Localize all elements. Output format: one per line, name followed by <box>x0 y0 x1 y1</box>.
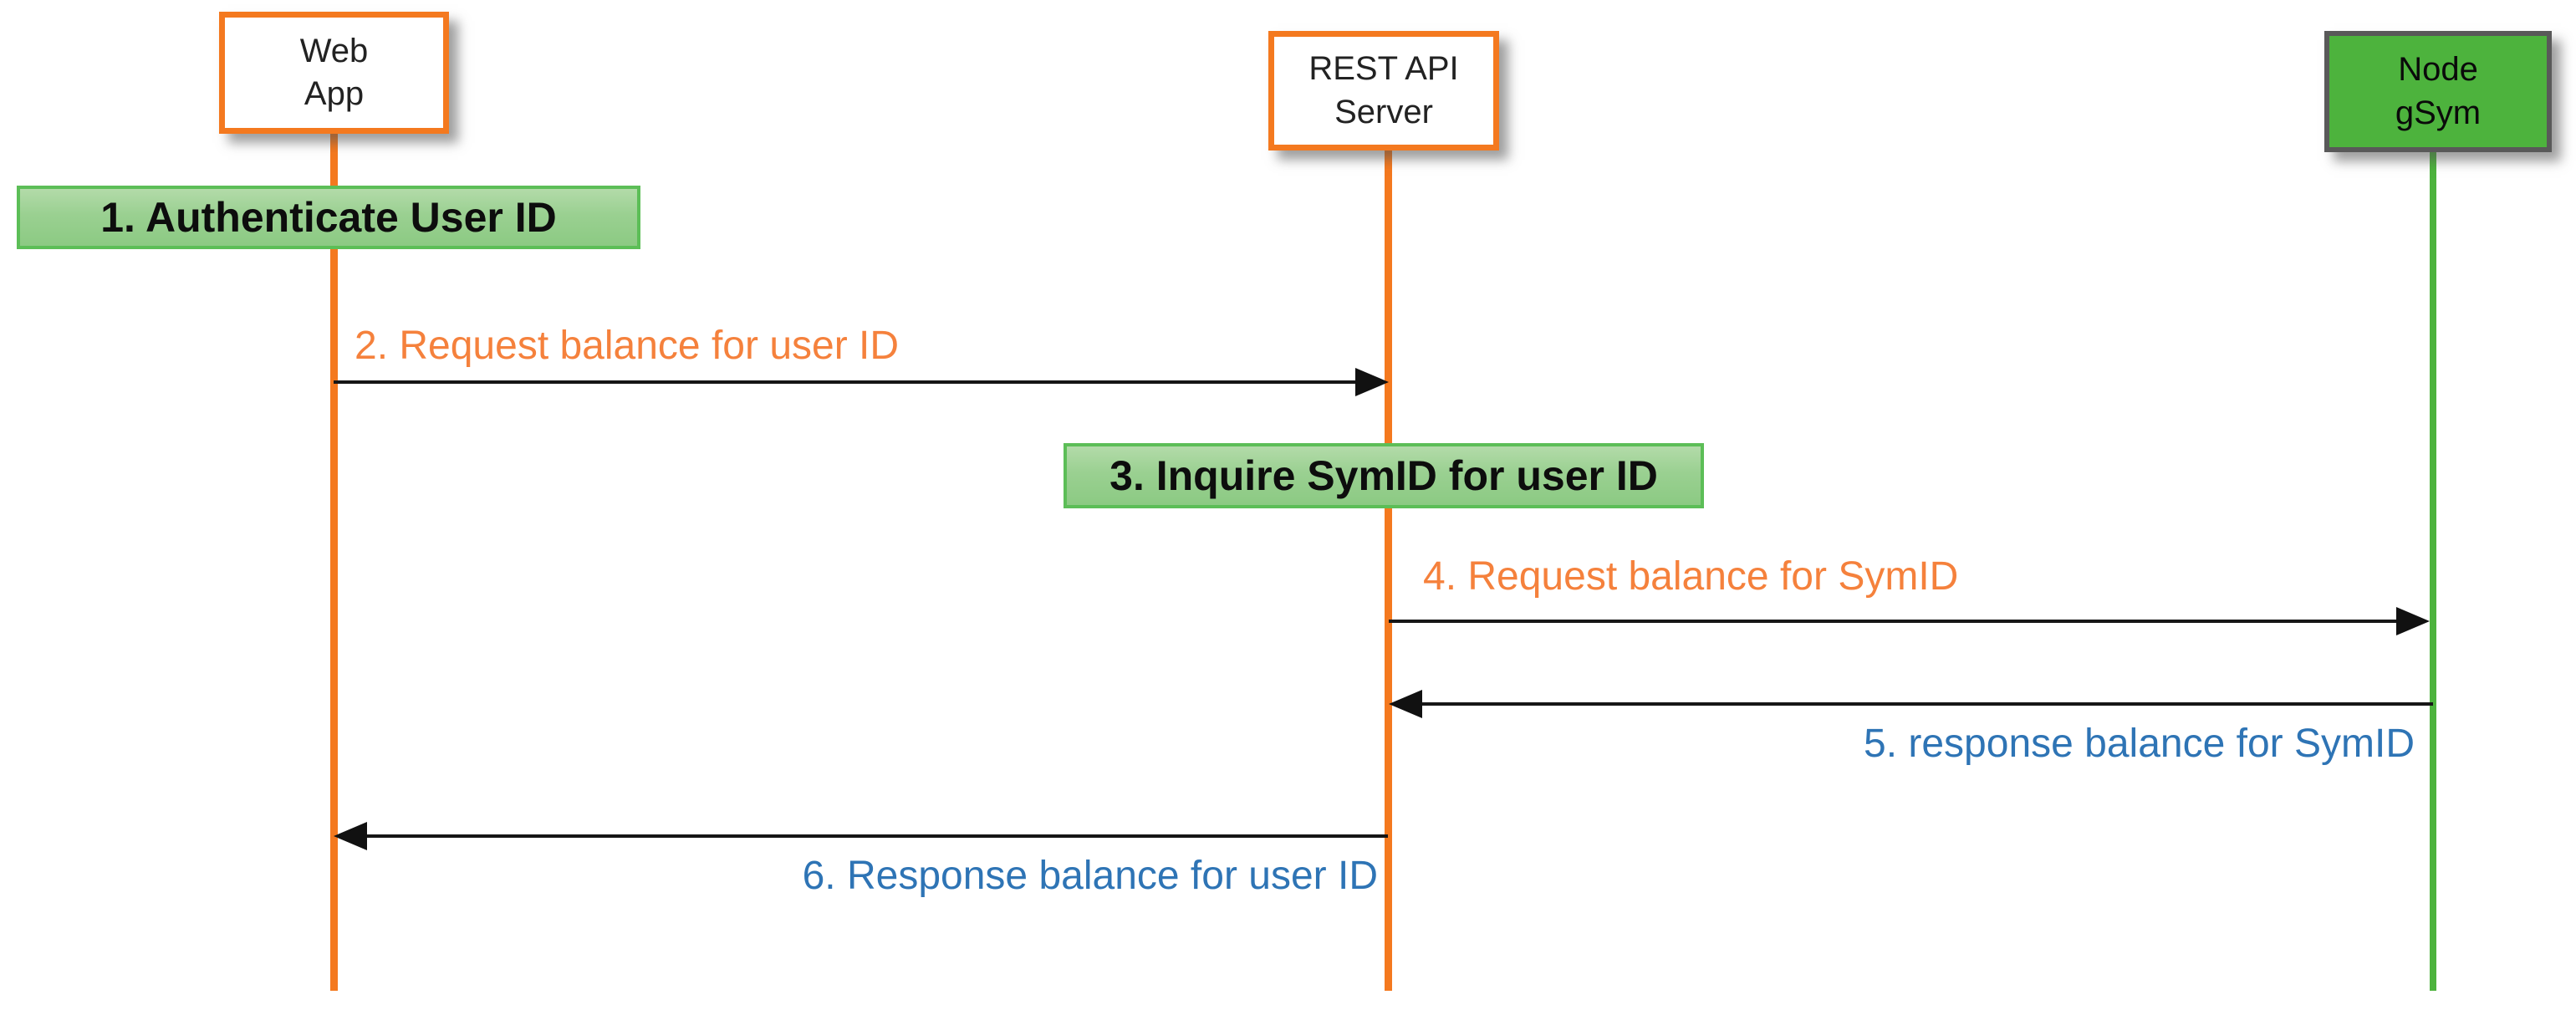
message-label-response-balance-symid: 5. response balance for SymID <box>1864 722 2415 766</box>
lifeline-node-gsym <box>2430 150 2436 991</box>
message-label-response-balance-user-id: 6. Response balance for user ID <box>802 854 1378 898</box>
message-label-request-balance-user-id: 2. Request balance for user ID <box>355 324 900 368</box>
message-line-response-balance-user-id <box>367 834 1388 838</box>
arrowhead-right-icon <box>1355 368 1389 396</box>
actor-rest-api-server: REST API Server <box>1268 31 1499 150</box>
actor-web-app: Web App <box>219 12 449 134</box>
note-authenticate-user-id: 1. Authenticate User ID <box>17 186 640 249</box>
message-line-request-balance-user-id <box>334 380 1357 384</box>
arrowhead-left-icon <box>1389 690 1422 718</box>
message-line-response-balance-symid <box>1422 702 2433 706</box>
note-inquire-symid: 3. Inquire SymID for user ID <box>1064 443 1704 508</box>
actor-node-gsym: Node gSym <box>2324 31 2552 152</box>
lifeline-rest-api-server <box>1385 149 1392 991</box>
arrowhead-right-icon <box>2396 607 2430 635</box>
message-line-request-balance-symid <box>1389 620 2398 623</box>
arrowhead-left-icon <box>334 822 367 850</box>
lifeline-web-app <box>330 132 338 991</box>
message-label-request-balance-symid: 4. Request balance for SymID <box>1423 554 1959 599</box>
